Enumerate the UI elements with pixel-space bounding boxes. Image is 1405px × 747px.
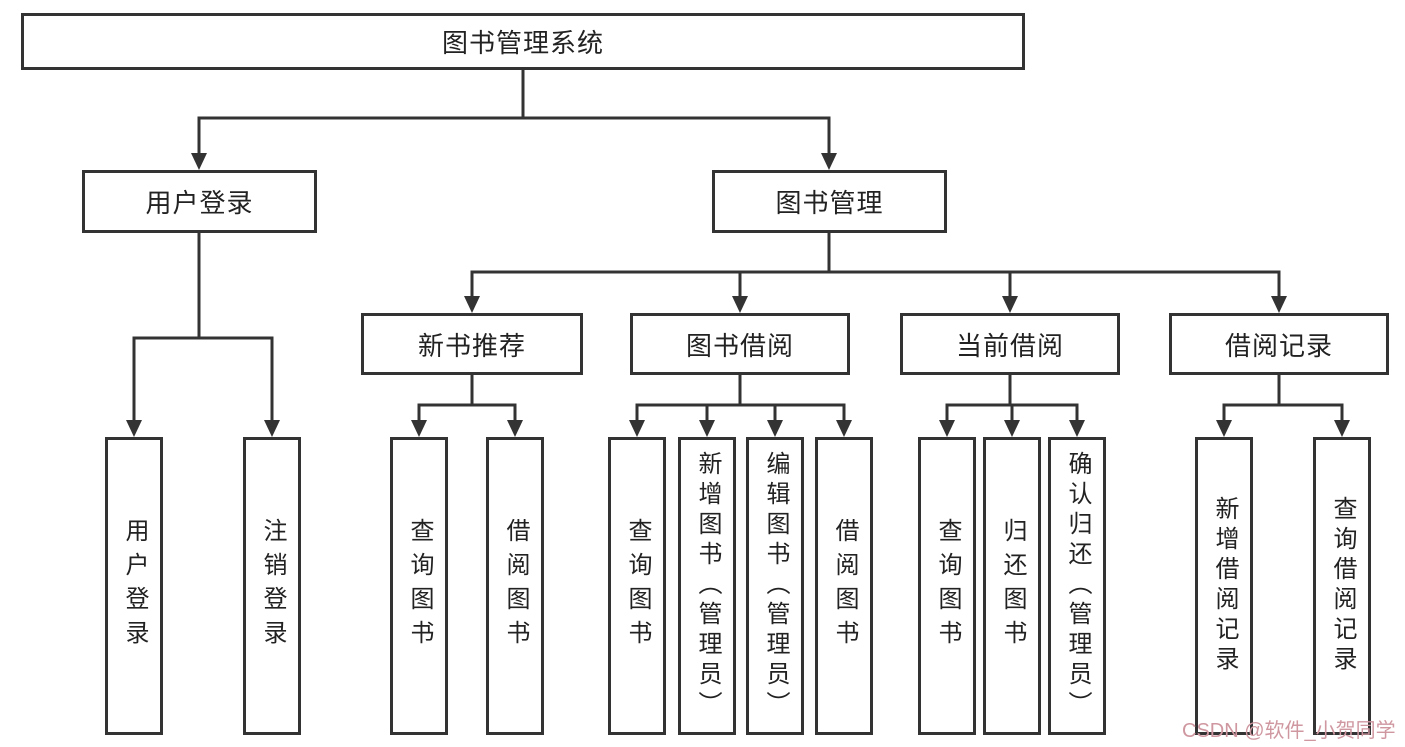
node-label: 图书管理系统: [441, 28, 604, 58]
node-label: 新增借阅记录: [1211, 496, 1238, 676]
leaf-borrow-books: 借阅图书: [486, 437, 544, 735]
node-root-book-management-system: 图书管理系统: [21, 13, 1025, 70]
node-label: 查询借阅记录: [1329, 496, 1356, 676]
leaf-logout: 注销登录: [243, 437, 301, 735]
leaf-confirm-return-admin: 确认归还（管理员）: [1048, 437, 1106, 735]
node-label: 查询图书: [624, 518, 651, 654]
leaf-edit-books-admin: 编辑图书（管理员）: [746, 437, 804, 735]
node-label: 编辑图书（管理员）: [762, 451, 789, 721]
node-user-login: 用户登录: [82, 170, 317, 233]
leaf-query-books: 查询图书: [390, 437, 448, 735]
node-label: 图书借阅: [685, 330, 794, 361]
node-borrowing-records: 借阅记录: [1169, 313, 1389, 375]
node-book-management: 图书管理: [712, 170, 947, 233]
node-label: 借阅图书: [831, 518, 858, 654]
node-label: 查询图书: [934, 518, 961, 654]
node-book-borrowing: 图书借阅: [630, 313, 850, 375]
node-current-borrowing: 当前借阅: [900, 313, 1120, 375]
leaf-return-books: 归还图书: [983, 437, 1041, 735]
node-label: 当前借阅: [955, 330, 1064, 361]
leaf-add-books-admin: 新增图书（管理员）: [678, 437, 736, 735]
leaf-query-books: 查询图书: [608, 437, 666, 735]
node-label: 归还图书: [999, 518, 1026, 654]
node-label: 借阅记录: [1224, 330, 1333, 361]
node-label: 注销登录: [259, 518, 286, 654]
node-new-book-recommend: 新书推荐: [361, 313, 583, 375]
leaf-borrow-books: 借阅图书: [815, 437, 873, 735]
leaf-query-books: 查询图书: [918, 437, 976, 735]
node-label: 新书推荐: [417, 330, 526, 361]
leaf-add-borrow-record: 新增借阅记录: [1195, 437, 1253, 735]
node-label: 图书管理: [775, 188, 884, 218]
leaf-user-login: 用户登录: [105, 437, 163, 735]
node-label: 查询图书: [406, 518, 433, 654]
node-label: 用户登录: [145, 188, 254, 218]
node-label: 确认归还（管理员）: [1064, 451, 1091, 721]
leaf-query-borrow-record: 查询借阅记录: [1313, 437, 1371, 735]
node-label: 新增图书（管理员）: [694, 451, 721, 721]
node-label: 借阅图书: [502, 518, 529, 654]
node-label: 用户登录: [121, 518, 148, 654]
csdn-watermark: CSDN @软件_小贺同学: [1182, 720, 1396, 742]
